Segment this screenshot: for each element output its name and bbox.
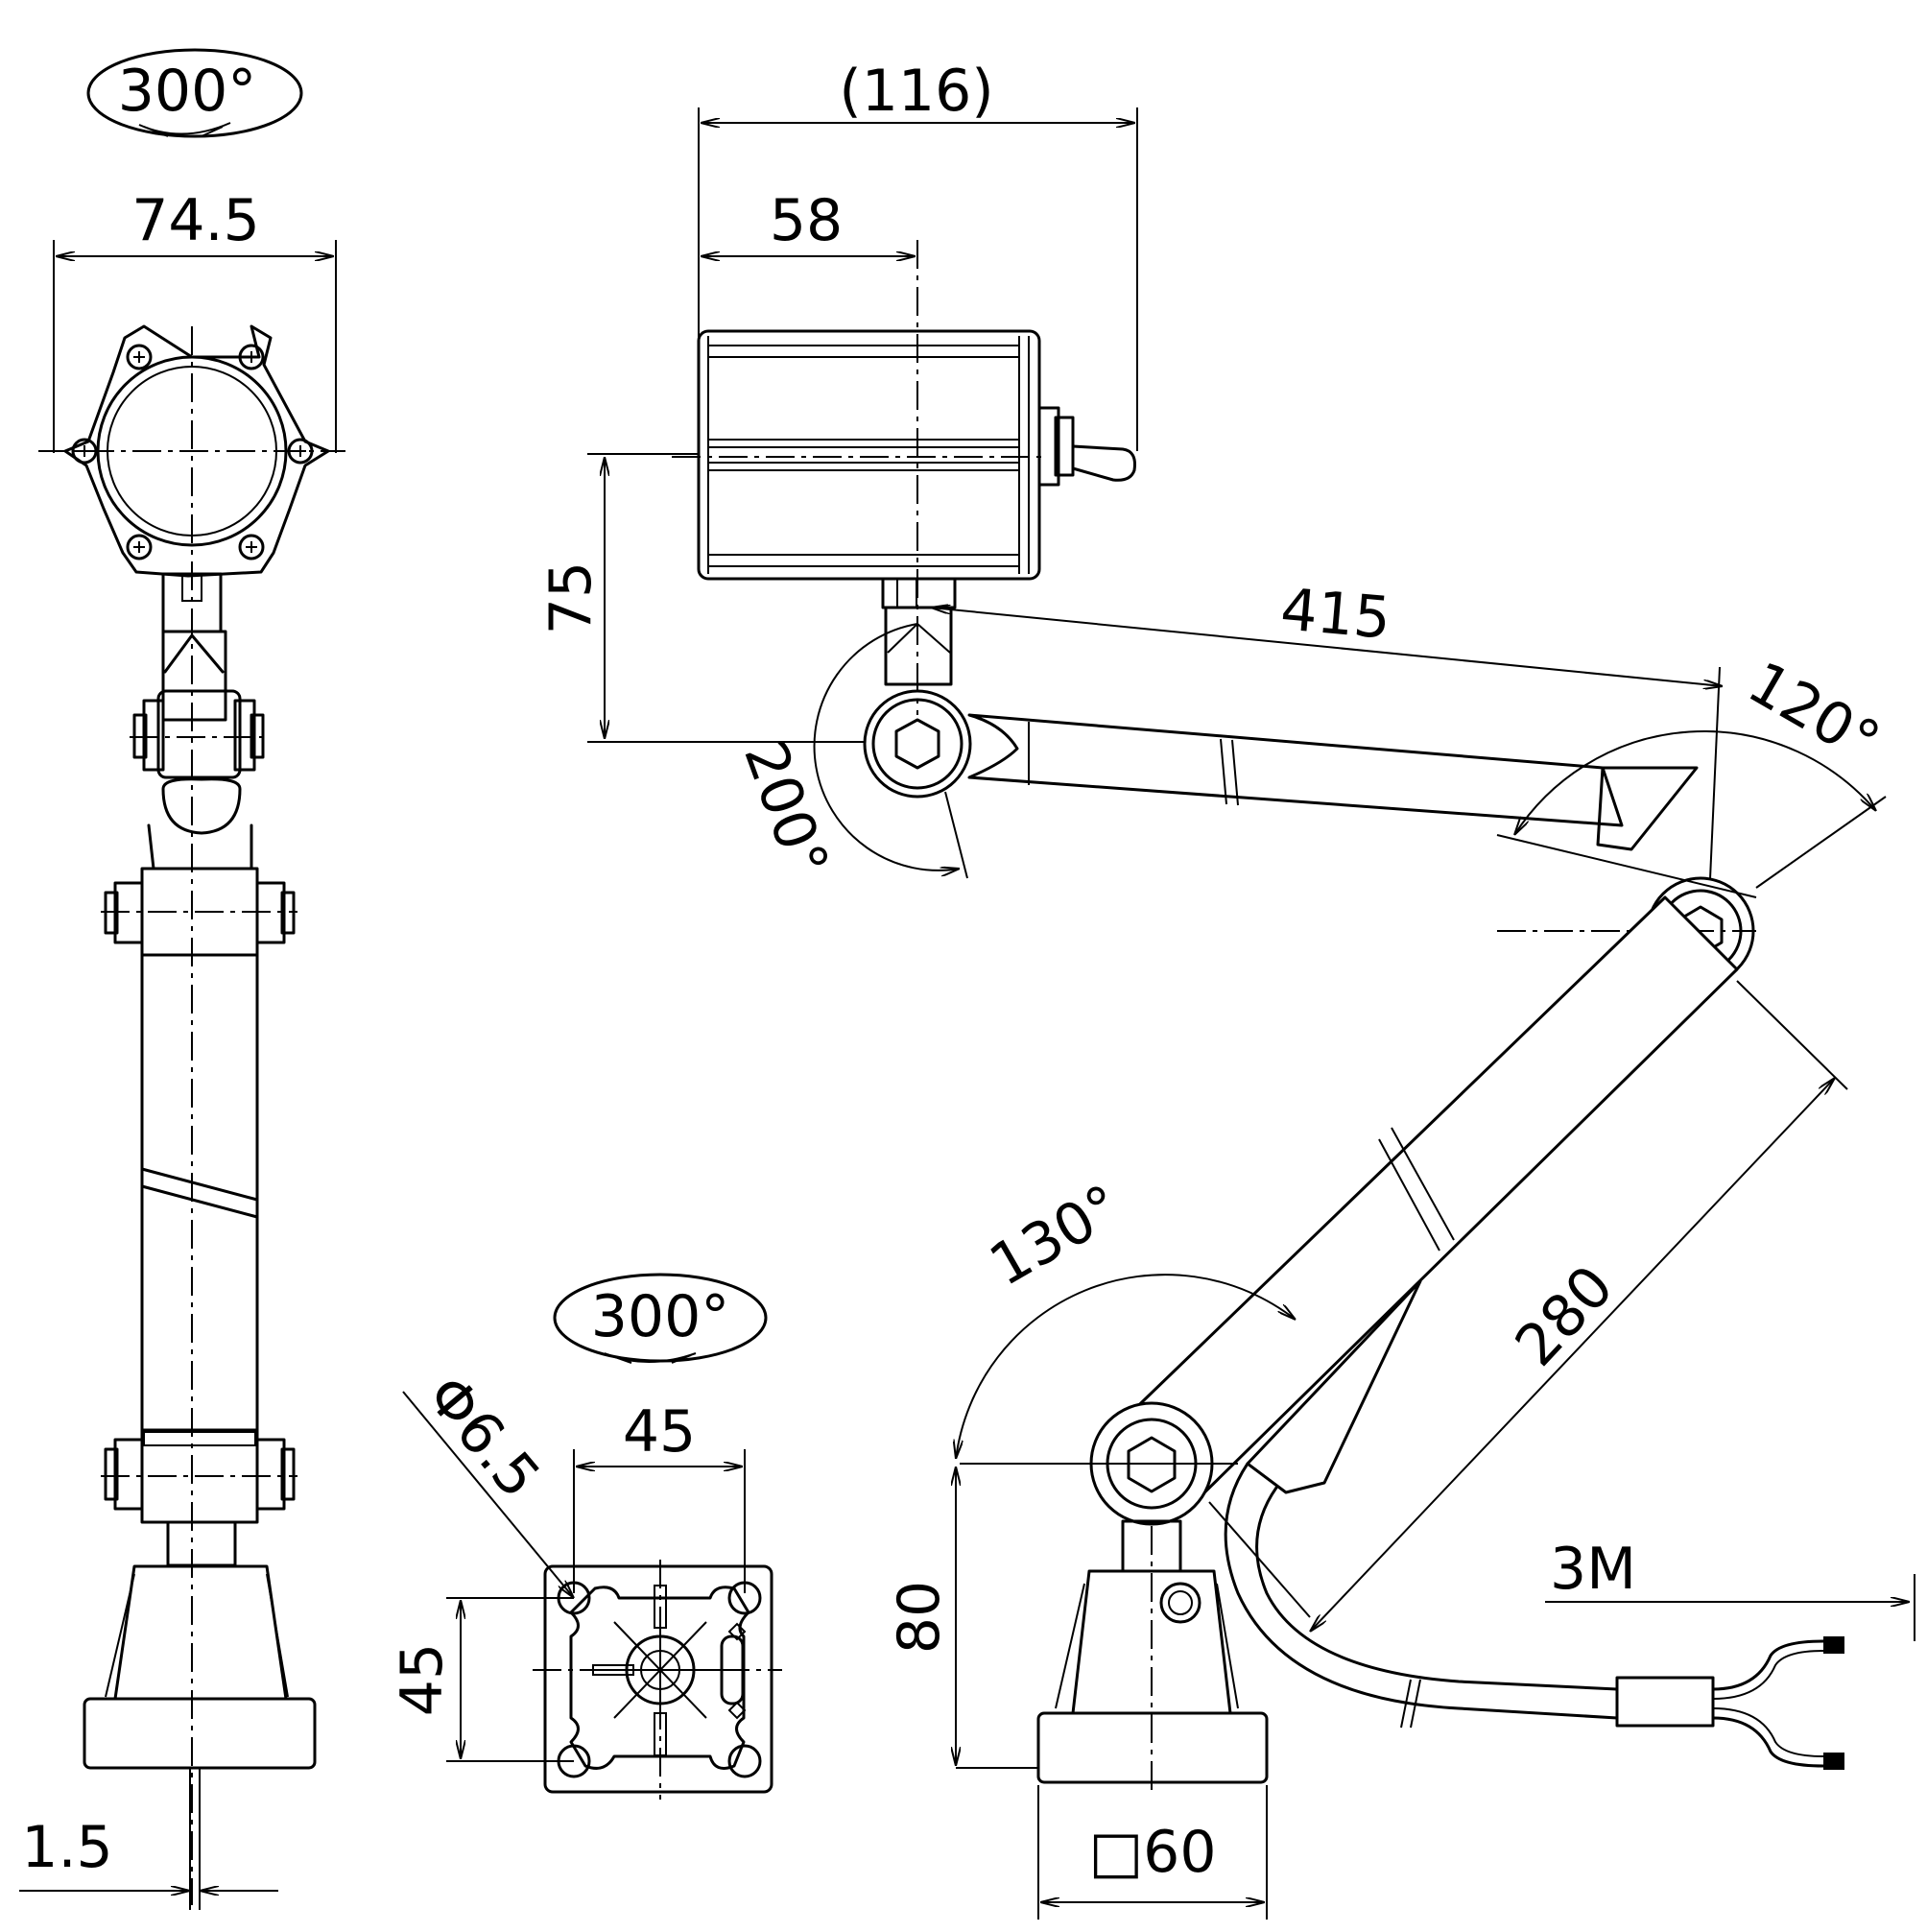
base-joint	[960, 1401, 1238, 1526]
hole-pitch-y-dimension	[446, 1597, 574, 1762]
head-offset-dimension	[701, 240, 918, 715]
cable-length-label: 3M	[1550, 1536, 1636, 1603]
head-offset-label: 58	[770, 187, 843, 254]
base-height-label: 80	[886, 1581, 953, 1654]
front-offset-label: 1.5	[21, 1814, 112, 1881]
arm-length-dimension	[931, 608, 1723, 922]
front-rotation-symbol	[86, 48, 303, 138]
front-width-label: 74.5	[131, 187, 260, 254]
base-size-label: □60	[1088, 1819, 1216, 1886]
base-side	[1036, 1519, 1269, 1795]
front-rotation-label: 300°	[118, 58, 257, 125]
hole-diameter-label: Φ6.5	[414, 1363, 553, 1511]
lamp-head-side	[697, 329, 1136, 581]
cable-length-dimension	[1545, 1574, 1915, 1641]
base-rotation-label: 300°	[591, 1283, 730, 1350]
overall-length-label: (116)	[839, 58, 993, 125]
lower-arm-length-label: 280	[1503, 1253, 1627, 1380]
cable	[1224, 1462, 1844, 1770]
hole-pitch-x-dimension	[573, 1449, 746, 1593]
head-height-label: 75	[537, 561, 605, 634]
lower-arm	[1116, 895, 1739, 1504]
arm-length-label: 415	[1278, 576, 1393, 653]
front-view: 300° 74.5	[19, 48, 345, 1910]
base-rotation-symbol	[553, 1273, 768, 1364]
hole-pitch-x-label: 45	[623, 1398, 696, 1466]
front-stem	[83, 572, 317, 1770]
hole-pitch-y-label: 45	[389, 1643, 456, 1716]
upper-arm	[967, 713, 1699, 851]
front-offset-dimension	[19, 1768, 278, 1910]
side-view: (116) 58	[537, 58, 1915, 1920]
elbow-angle-label: 120°	[1737, 649, 1891, 776]
base-height-dimension	[956, 1467, 1038, 1769]
base-arm-angle-label: 130°	[979, 1172, 1132, 1300]
base-plate	[533, 1560, 782, 1800]
base-size-dimension	[1037, 1785, 1268, 1920]
hole-diameter-dimension	[402, 1391, 574, 1598]
base-view: 300° Φ6.5	[389, 1273, 782, 1800]
head-swivel-label: 200°	[730, 732, 841, 886]
head-height-dimension	[587, 453, 864, 743]
front-width-dimension	[53, 240, 337, 453]
lamp-head-front	[38, 324, 345, 578]
